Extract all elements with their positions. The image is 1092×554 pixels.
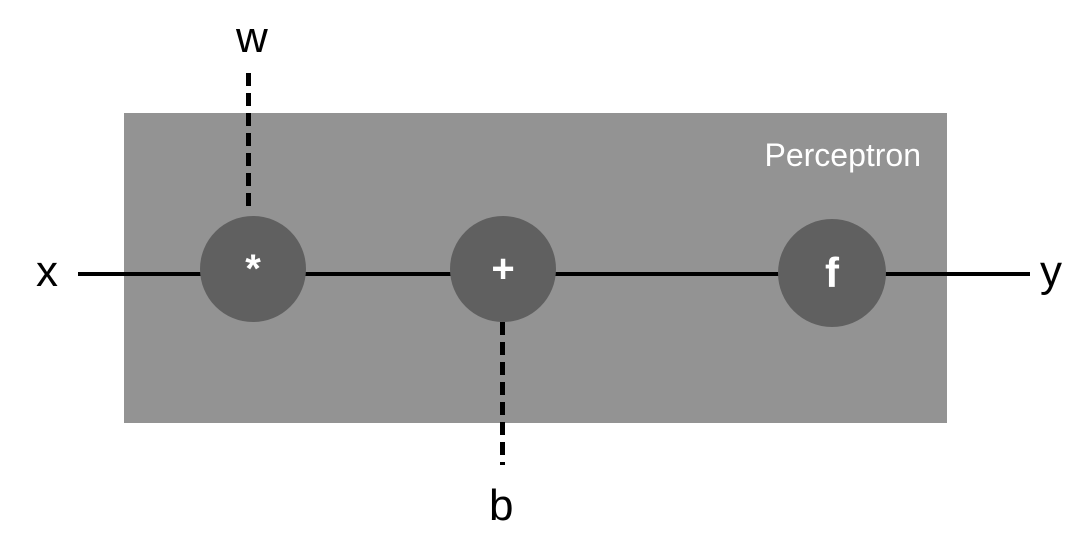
bias-b-label: b <box>489 481 514 530</box>
perceptron-label: Perceptron <box>764 137 921 173</box>
activation-node: f <box>778 219 886 327</box>
weight-connector-dashed <box>246 73 251 213</box>
output-y-label: y <box>1040 247 1062 296</box>
weight-w-label: w <box>236 13 268 62</box>
add-node: + <box>450 216 556 322</box>
bias-connector-dashed <box>500 322 505 465</box>
multiply-node: * <box>200 216 306 322</box>
input-x-label: x <box>36 247 58 296</box>
